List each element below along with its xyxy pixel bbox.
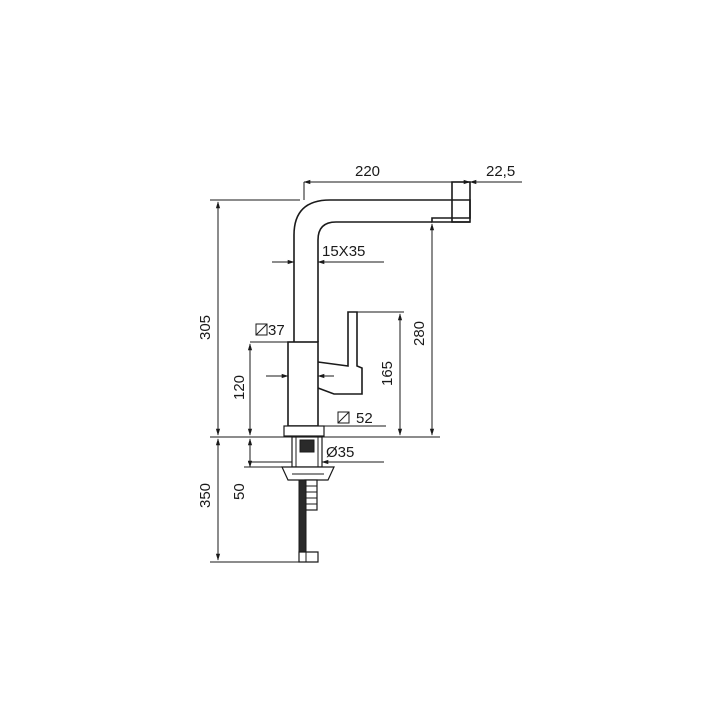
label-lever-height: 165 — [379, 361, 396, 386]
label-spout-section: 15X35 — [322, 243, 365, 260]
label-base-height: 120 — [231, 375, 248, 400]
dimension-labels: 220 22,5 15X35 37 52 Ø35 305 120 280 165… — [197, 163, 515, 508]
square-symbol-icon — [255, 323, 268, 336]
threaded-stud-top — [299, 439, 315, 453]
label-outlet-height: 280 — [411, 321, 428, 346]
label-body-square: 37 — [268, 322, 285, 339]
square-symbol-icon — [337, 411, 350, 424]
label-spout-reach: 220 — [355, 163, 380, 180]
lever-handle — [317, 311, 363, 395]
label-under-counter-length: 350 — [197, 483, 214, 508]
label-shank-length: 50 — [231, 483, 248, 500]
flexible-hose — [298, 479, 307, 553]
fixing-assembly — [281, 436, 335, 563]
hose-end — [298, 551, 319, 563]
mixer-body — [287, 341, 319, 427]
spout — [293, 199, 471, 342]
dimension-lines — [210, 179, 522, 563]
label-spout-outlet: 22,5 — [486, 163, 515, 180]
threaded-rod — [304, 479, 318, 511]
spout-tip — [451, 181, 471, 223]
spout-inner — [317, 221, 432, 342]
label-thread-diameter: Ø35 — [326, 444, 354, 461]
faucet-outline — [250, 181, 471, 438]
label-base-square: 52 — [356, 410, 373, 427]
label-total-height: 305 — [197, 315, 214, 340]
base-plate — [283, 425, 325, 437]
